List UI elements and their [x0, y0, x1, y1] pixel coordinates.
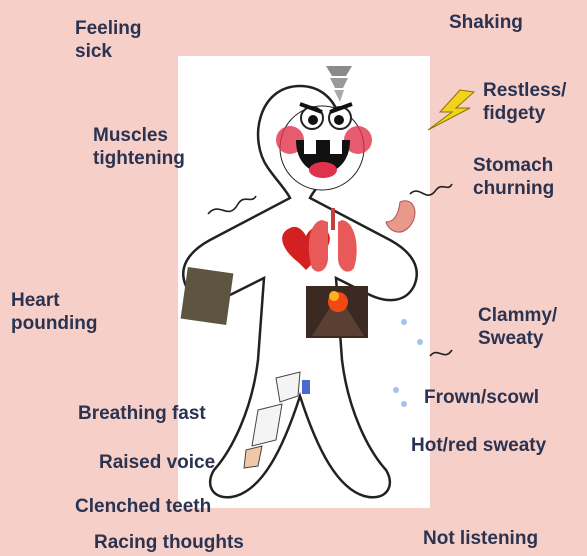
label-frown: Frown/scowl — [424, 386, 539, 409]
label-stomach: Stomach churning — [473, 154, 554, 200]
label-restless: Restless/ fidgety — [483, 79, 566, 125]
label-clammy: Clammy/ Sweaty — [478, 304, 557, 350]
label-breathing: Breathing fast — [78, 402, 206, 425]
label-heart: Heart pounding — [11, 289, 98, 335]
tornado-icon — [326, 66, 352, 102]
label-feeling-sick: Feeling sick — [75, 17, 142, 63]
arm-muscle-photo — [181, 267, 234, 325]
label-clenched: Clenched teeth — [75, 495, 211, 518]
label-hot-red: Hot/red sweaty — [411, 434, 546, 457]
squiggle-right — [410, 184, 452, 195]
label-muscles: Muscles tightening — [93, 124, 185, 170]
label-not-listening: Not listening — [423, 527, 538, 550]
squiggle-lower — [430, 350, 452, 356]
label-racing: Racing thoughts — [94, 531, 244, 554]
stomach-icon — [386, 201, 415, 232]
sweat-drop-icon — [393, 319, 423, 407]
squiggle-left — [208, 196, 256, 214]
lightning-icon — [428, 90, 474, 130]
label-shaking: Shaking — [449, 11, 523, 34]
label-raised-voice: Raised voice — [99, 451, 215, 474]
volcano-icon — [306, 286, 368, 338]
